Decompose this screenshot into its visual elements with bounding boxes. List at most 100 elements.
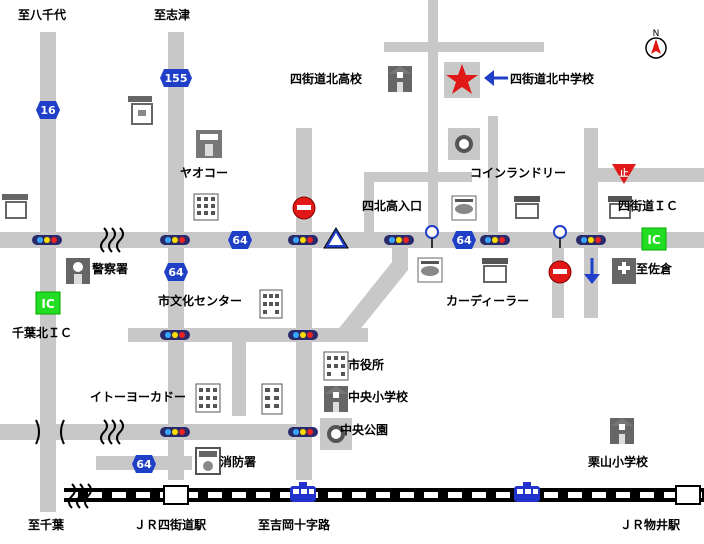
road-north-school-e [488,116,498,232]
traffic-signal-icon [32,235,62,245]
north-arrow-icon: N [645,29,667,59]
chibakita-ic-label: 千葉北ＩＣ [12,326,73,340]
shop-icon [608,196,632,219]
ito-yokado-label: イトーヨーカドー [90,390,187,404]
destination-star-icon [444,62,480,98]
traffic-signal-icon [288,330,318,340]
svg-text:64: 64 [168,266,184,279]
svg-text:止: 止 [619,167,628,179]
road-north-school-v [428,0,438,232]
police-icon [66,258,90,284]
jr-railway [64,482,704,505]
road-diagonal [328,248,408,342]
direction-yoshiokajujiro-label: 至吉岡十字路 [258,518,331,532]
ic-yotsukaido-badge-icon: IC [641,227,667,251]
route-16-shield-icon: 16 [36,101,60,119]
direction-shizu-label: 至志津 [154,8,191,22]
restaurant-icon [451,195,477,221]
road-sakura-e [584,128,598,232]
train-icon [290,482,316,502]
yotsukaido-ic-label: 四街道ＩＣ [618,199,679,213]
intersection-label: 四北高入口 [362,199,423,213]
pedestrian-crossing-sign-icon [323,227,349,249]
chuo-park-label: 中央公園 [340,423,389,437]
restaurant-icon [417,257,443,283]
svg-text:64: 64 [136,458,152,471]
shop-icon [2,194,28,219]
left-arrow-icon [484,70,508,86]
elementary-school-icon [610,418,634,444]
kuriyama-elementary-label: 栗山小学校 [588,455,649,469]
fire-station-icon [195,447,221,475]
chuo-elementary-label: 中央小学校 [348,390,409,404]
route-64-shield-icon: 64 [228,231,252,249]
down-arrow-icon [584,258,600,284]
cultural-center-icon [259,289,283,319]
road-route155 [168,32,184,480]
shop-icon [514,196,540,219]
building-icon [193,193,219,221]
traffic-signal-icon [288,235,318,245]
traffic-signal-icon [160,235,190,245]
traffic-signal-icon [576,235,606,245]
traffic-signal-icon [288,427,318,437]
road-route16 [40,32,56,512]
city-hall-icon [323,351,349,381]
cultural-center-label: 市文化センター [158,294,243,308]
station-yotsukaido-label: ＪＲ四街道駅 [134,518,207,532]
high-school-label: 四街道北高校 [290,72,363,86]
gas-station-sign-icon [553,225,567,248]
no-entry-sign-icon [548,260,572,284]
route-64-shield-icon: 64 [132,455,156,473]
road-laundry-h [368,172,472,182]
road-city-hall [232,336,246,416]
yaoko-label: ヤオコー [180,166,229,180]
traffic-signal-icon [160,427,190,437]
road-east-south [584,248,598,318]
gas-station-sign-icon [425,225,439,248]
direction-chiba-label: 至千葉 [28,518,65,532]
scale-break-marks [35,227,124,509]
route-64-shield-icon: 64 [164,263,188,281]
svg-text:64: 64 [232,234,248,247]
supermarket-icon [196,130,222,158]
station-monoi-label: ＪＲ物井駅 [620,518,681,532]
svg-text:IC: IC [647,233,660,247]
svg-text:N: N [653,29,660,39]
road-sakura-h [592,168,704,182]
fire-station-label: 消防署 [220,455,257,469]
city-hall-label: 市役所 [348,358,385,372]
route-shields: 16 155 64 64 64 64 [36,69,476,473]
elementary-school-icon [324,386,348,412]
traffic-signal-icon [480,235,510,245]
route-155-shield-icon: 155 [160,69,192,87]
traffic-signal-icon [384,235,414,245]
svg-text:16: 16 [40,104,56,117]
road-chuo [0,424,312,440]
station-monoi-icon [675,485,701,505]
svg-text:155: 155 [165,72,188,85]
destination-school-label: 四街道北中学校 [510,72,595,86]
hospital-icon [612,258,636,284]
car-dealer-icon [482,258,508,283]
train-icon [514,482,540,502]
direction-sakura-label: 至佐倉 [636,262,673,276]
police-label: 警察署 [92,262,129,276]
route-64-shield-icon: 64 [452,231,476,249]
no-entry-sign-icon [292,196,316,220]
direction-yachiyo-label: 至八千代 [18,8,67,22]
park-icon [320,418,352,450]
facility-icons [2,66,636,475]
coin-laundry-label: コインランドリー [470,166,567,180]
car-dealer-label: カーディーラー [446,294,530,308]
building-icon [261,383,283,415]
svg-text:IC: IC [41,297,54,311]
department-store-icon [195,383,221,413]
stop-sign-icon: 止 [612,164,636,184]
road-north-school-h [384,42,544,52]
station-yotsukaido-icon [163,485,189,505]
traffic-signal-icon [160,330,190,340]
ic-chibakita-badge-icon: IC [35,291,61,315]
high-school-icon [388,66,412,92]
